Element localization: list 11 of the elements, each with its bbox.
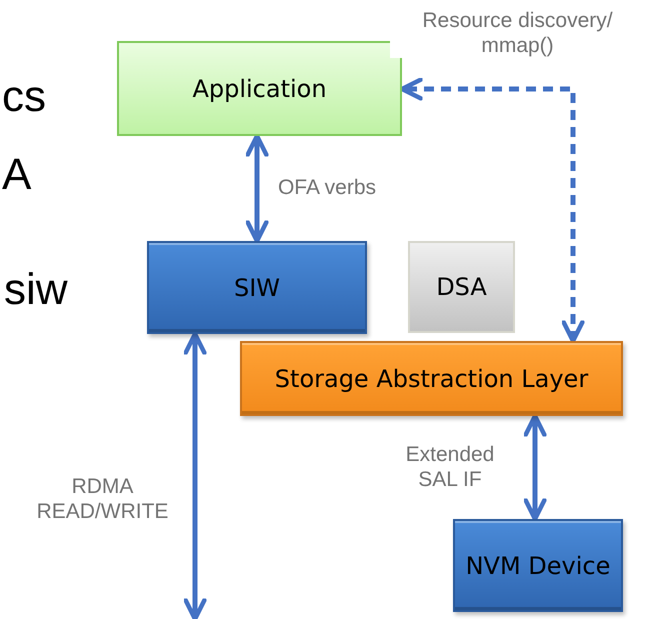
component-box: DSA <box>408 241 515 333</box>
slide-text-fragment: cs <box>2 72 46 122</box>
slide-text-fragment: siw <box>4 265 68 315</box>
arrow <box>245 134 269 244</box>
arrow <box>523 414 547 522</box>
component-box: SIW <box>147 241 367 334</box>
slide-text-fragment: A <box>2 150 32 200</box>
component-box: Application <box>117 41 402 136</box>
component-box: Storage Abstraction Layer <box>240 341 623 416</box>
arrow <box>183 332 207 619</box>
component-box: NVM Device <box>453 519 623 612</box>
